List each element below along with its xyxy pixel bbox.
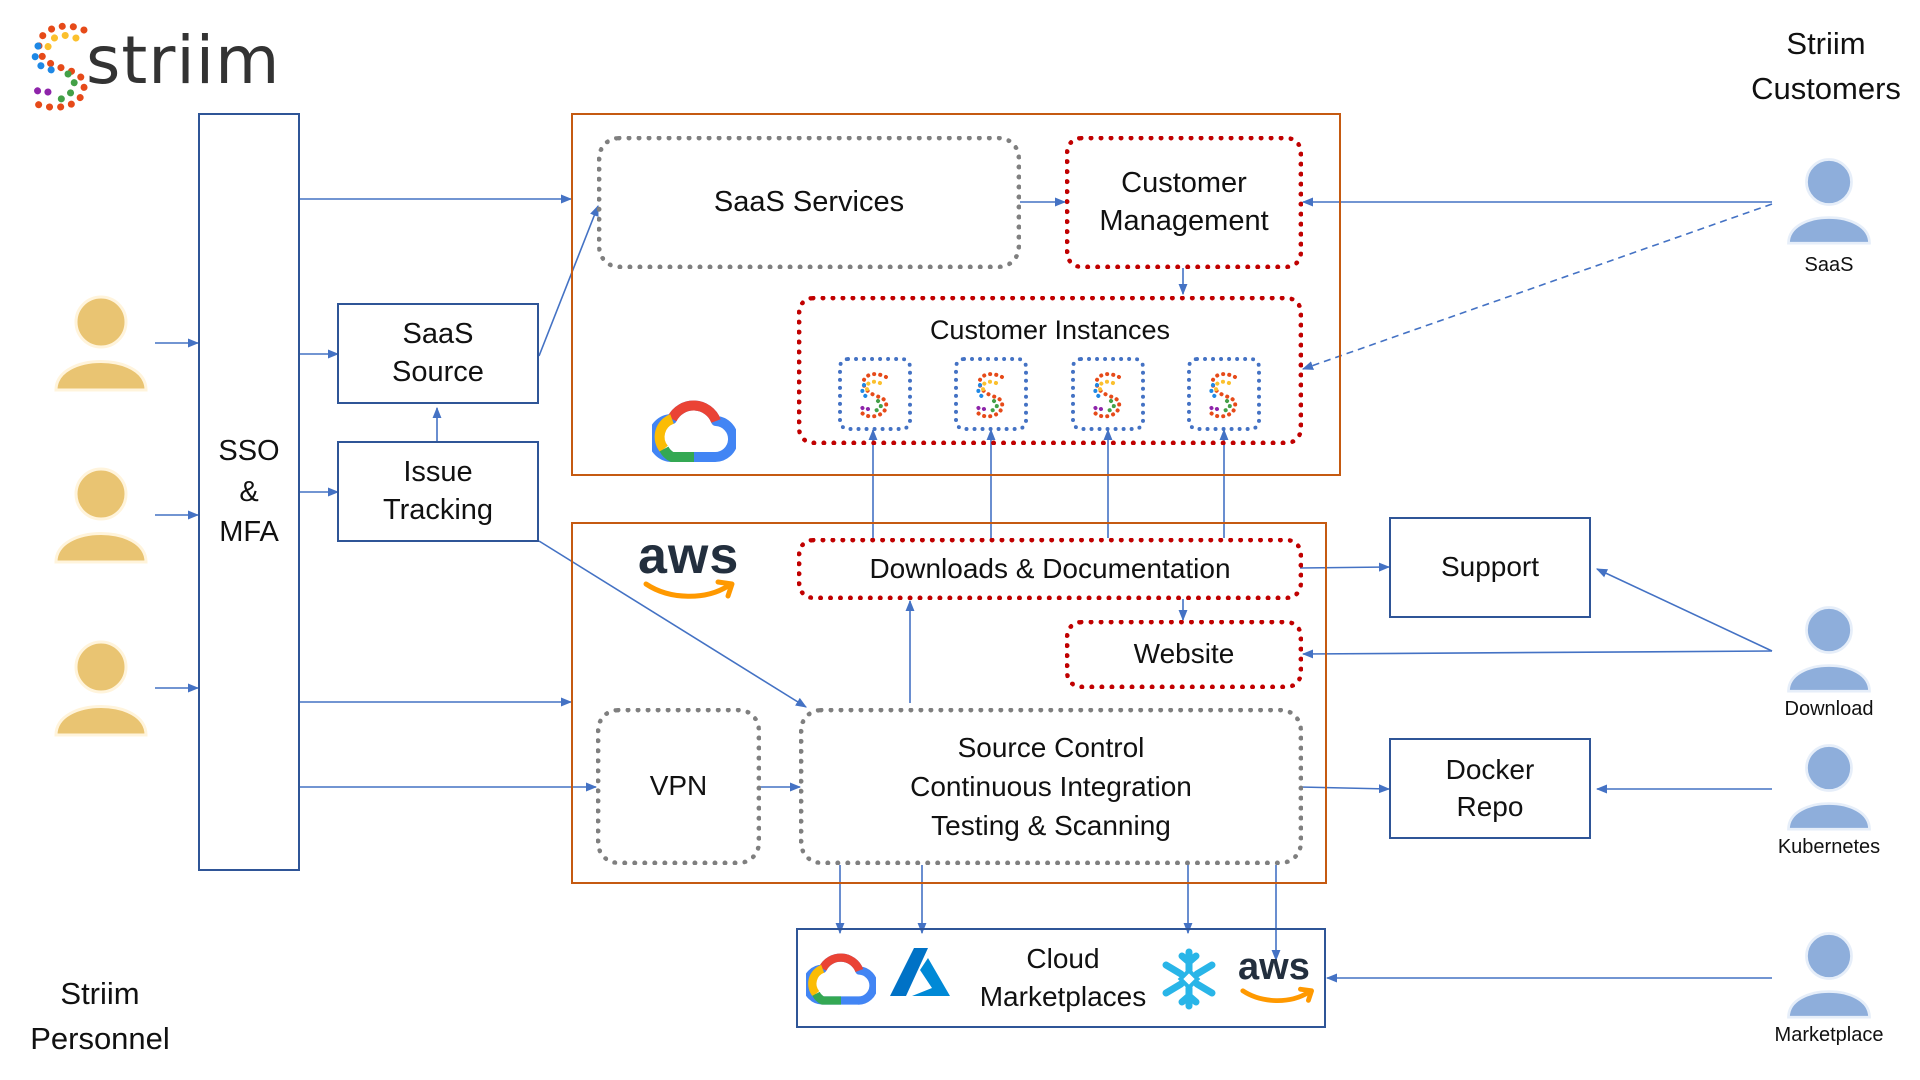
striim-instance-icon	[1209, 372, 1238, 419]
striim-instance-icon	[860, 372, 889, 419]
customer-label: Kubernetes	[1777, 836, 1881, 858]
customer-kubernetes: Kubernetes	[1762, 736, 1896, 866]
aws-wordmark: aws	[638, 527, 740, 585]
gcp-region	[571, 113, 1341, 476]
customer-label: Marketplace	[1774, 1024, 1884, 1046]
aws-logo: aws	[1236, 946, 1320, 1016]
customer-instances-box: Customer Instances	[797, 296, 1303, 445]
customer-label: Download	[1784, 698, 1874, 720]
saas-services-box: SaaS Services	[597, 136, 1021, 269]
downloads-docs-box: Downloads & Documentation	[797, 538, 1303, 600]
customer-marketplace: Marketplace	[1752, 924, 1906, 1054]
person-icon	[1787, 158, 1871, 245]
personnel-header: Striim Personnel	[30, 976, 170, 1056]
snowflake-logo	[1162, 948, 1216, 1010]
personnel-group	[52, 292, 152, 752]
google-cloud-icon	[652, 400, 736, 462]
person-icon	[1787, 744, 1871, 831]
saas-source-box: SaaS Source	[337, 303, 539, 404]
cloud-marketplaces-label: Cloud Marketplaces	[979, 943, 1147, 1012]
customer-label: SaaS	[1804, 254, 1854, 276]
customer-download: Download	[1762, 598, 1896, 728]
person-icon	[1787, 932, 1871, 1019]
source-control-box: Source Control Continuous Integration Te…	[799, 708, 1303, 865]
striim-swirl-icon	[28, 22, 88, 111]
support-box: Support	[1389, 517, 1591, 618]
customer-instances-label: Customer Instances	[929, 315, 1171, 345]
person-icon	[54, 640, 148, 737]
customer-saas: SaaS	[1772, 150, 1886, 286]
cloud-marketplaces-box: Cloud Marketplaces	[796, 928, 1326, 1028]
person-icon	[54, 295, 148, 392]
person-icon	[1787, 606, 1871, 693]
docker-repo-box: Docker Repo	[1389, 738, 1591, 839]
issue-tracking-box: Issue Tracking	[337, 441, 539, 542]
striim-instance-icon	[1093, 372, 1122, 419]
aws-smile-icon	[643, 579, 735, 599]
aws-wordmark: aws	[1238, 946, 1310, 988]
aws-region	[571, 522, 1327, 884]
striim-wordmark: striim	[86, 22, 281, 99]
aws-logo: aws	[636, 526, 746, 606]
customer-instance	[838, 357, 912, 431]
customer-instance	[1071, 357, 1145, 431]
person-icon	[54, 467, 148, 564]
striim-logo: striim	[22, 16, 282, 116]
customer-instance	[1187, 357, 1261, 431]
aws-smile-icon	[1240, 986, 1314, 1003]
azure-logo	[890, 948, 950, 996]
customers-header: Striim Customers	[1751, 26, 1901, 106]
vpn-box: VPN	[596, 708, 761, 865]
sso-mfa-box: SSO & MFA	[198, 113, 300, 871]
customer-instance	[954, 357, 1028, 431]
google-cloud-logo	[806, 953, 876, 1005]
website-box: Website	[1065, 620, 1303, 689]
customer-management-box: Customer Management	[1065, 136, 1303, 269]
striim-instance-icon	[976, 372, 1005, 419]
